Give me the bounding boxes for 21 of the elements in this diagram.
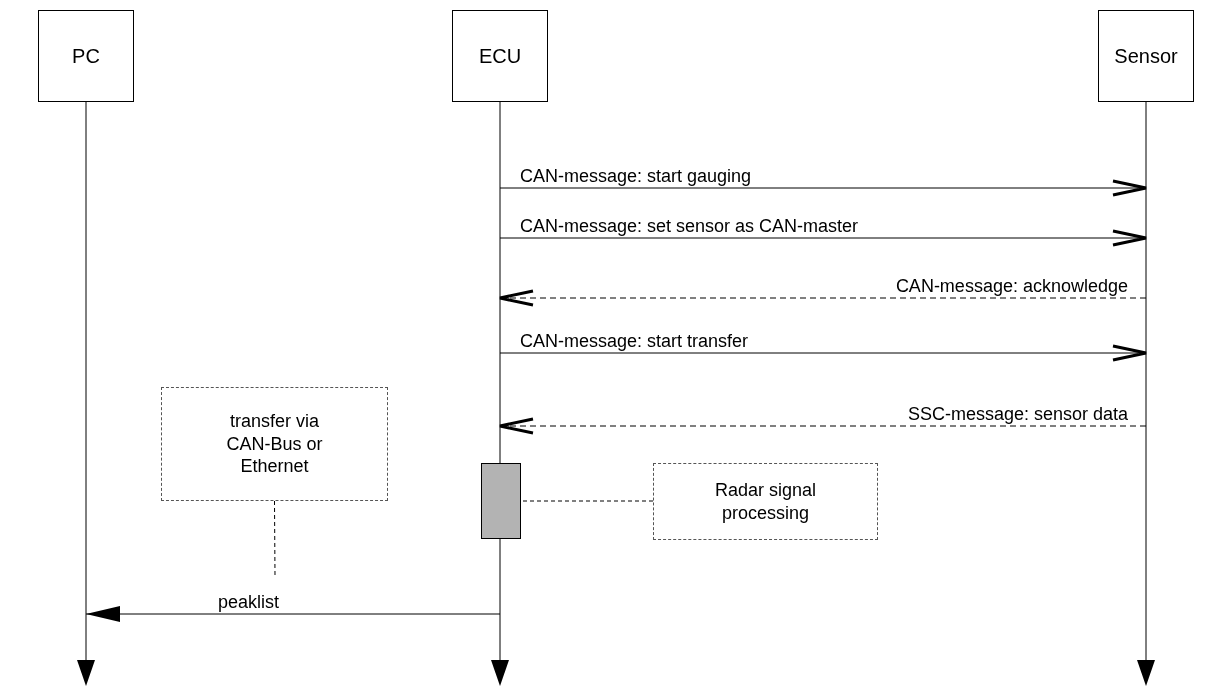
message-arrow [498, 289, 1147, 307]
participant-name: PC [72, 44, 100, 68]
note-box [653, 463, 878, 540]
edge-label: SSC-message: sensor data [905, 405, 1130, 423]
message-arrow [499, 179, 1148, 197]
participant-name: Sensor [1114, 44, 1178, 68]
message-arrow [499, 229, 1148, 247]
participant-lifeline [38, 10, 134, 686]
message-arrow [85, 606, 501, 622]
note-text: Radar signal processing [713, 479, 818, 524]
participant-name: ECU [478, 44, 522, 68]
edge-label: peaklist [216, 593, 282, 611]
message-arrow [498, 417, 1147, 435]
edge-label: CAN-message: start transfer [518, 332, 751, 350]
message-arrow [499, 344, 1148, 362]
edge-label: CAN-message: set sensor as CAN-master [518, 217, 861, 235]
leader-line [274, 500, 276, 577]
note-box [161, 387, 388, 501]
edge-label: CAN-message: acknowledge [893, 277, 1130, 295]
leader-line [520, 500, 654, 502]
note-text: transfer via CAN-Bus or Ethernet [225, 410, 324, 478]
